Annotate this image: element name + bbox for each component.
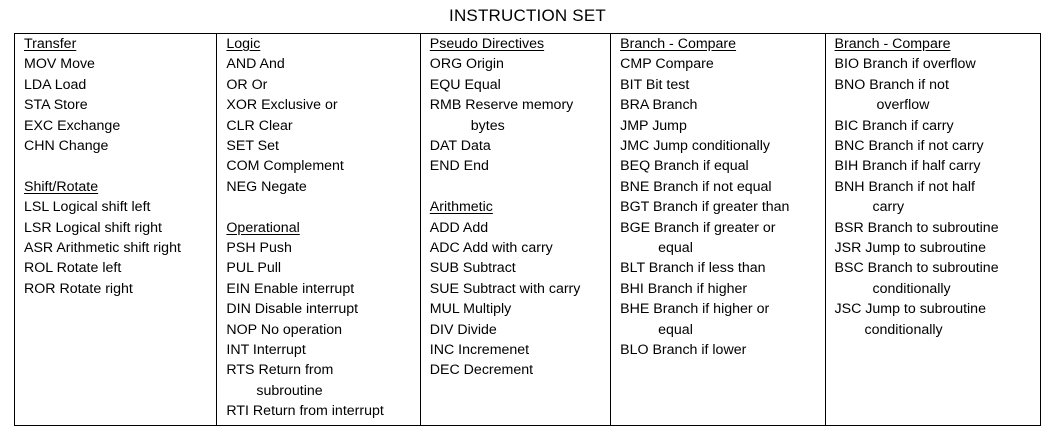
instruction-mov: MOV Move [24, 56, 95, 73]
instruction-jsc-continued: conditionally [864, 321, 943, 338]
instruction-com: COM Complement [226, 158, 344, 175]
instruction-blt: BLT Branch if less than [620, 260, 766, 277]
instruction-bno: BNO Branch if not [834, 76, 949, 93]
instruction-bih: BIH Branch if half carry [834, 158, 981, 175]
table-row: Transfer MOV Move LDA Load STA Store EXC… [13, 33, 1042, 426]
instruction-bge: BGE Branch if greater or [620, 219, 776, 236]
instruction-bic: BIC Branch if carry [834, 117, 954, 134]
section-heading-shift-rotate: Shift/Rotate [24, 178, 99, 195]
instruction-bhe: BHE Branch if higher or [620, 301, 770, 318]
instruction-bge-continued: equal [658, 240, 693, 257]
instruction-lda: LDA Load [24, 76, 87, 93]
instruction-jmc: JMC Jump conditionally [620, 138, 770, 155]
instruction-dec: DEC Decrement [429, 362, 534, 379]
instruction-bsr: BSR Branch to subroutine [834, 219, 999, 236]
column-branch-compare-2: Branch - Compare BIO Branch if overflow … [824, 33, 1042, 426]
instruction-bio: BIO Branch if overflow [834, 56, 976, 73]
instruction-and: AND And [226, 56, 285, 73]
instruction-equ: EQU Equal [429, 76, 501, 93]
section-heading-operational: Operational [226, 219, 300, 236]
instruction-bra: BRA Branch [620, 97, 698, 114]
column-pseudo-arithmetic: Pseudo Directives ORG Origin EQU Equal R… [419, 33, 612, 426]
section-heading-arithmetic: Arithmetic [429, 199, 493, 216]
instruction-inc: INC Incremenet [429, 342, 530, 359]
instruction-add: ADD Add [429, 219, 489, 236]
instruction-cmp: CMP Compare [620, 56, 714, 73]
instruction-din: DIN Disable interrupt [226, 301, 359, 318]
section-heading-logic: Logic [226, 36, 261, 52]
instruction-lsl: LSL Logical shift left [24, 199, 151, 216]
instruction-exc: EXC Exchange [24, 117, 121, 134]
instruction-lsr: LSR Logical shift right [24, 219, 163, 236]
instruction-or: OR Or [226, 76, 268, 93]
instruction-bnh-continued: carry [872, 199, 905, 216]
instruction-rts-continued: subroutine [256, 382, 323, 399]
instruction-sub: SUB Subtract [429, 260, 516, 277]
column-transfer-shift: Transfer MOV Move LDA Load STA Store EXC… [13, 33, 218, 426]
instruction-psh: PSH Push [226, 240, 292, 257]
instruction-rti: RTI Return from interrupt [226, 403, 384, 420]
instruction-rts: RTS Return from [226, 362, 334, 379]
instruction-bne: BNE Branch if not equal [620, 178, 772, 195]
instruction-jsr: JSR Jump to subroutine [834, 240, 986, 257]
instruction-dat: DAT Data [429, 138, 491, 155]
column-branch-compare-1: Branch - Compare CMP Compare BIT Bit tes… [610, 33, 826, 426]
instruction-bnh: BNH Branch if not half [834, 178, 975, 195]
instruction-jsc: JSC Jump to subroutine [834, 301, 986, 318]
instruction-set-table: Transfer MOV Move LDA Load STA Store EXC… [13, 33, 1042, 426]
instruction-set: SET Set [226, 138, 279, 155]
instruction-div: DIV Divide [429, 321, 497, 338]
section-heading-transfer: Transfer [24, 36, 77, 52]
section-heading-branch-compare: Branch - Compare [834, 36, 951, 52]
instruction-sue: SUE Subtract with carry [429, 280, 581, 297]
instruction-bhe-continued: equal [658, 321, 693, 338]
section-heading-pseudo-directives: Pseudo Directives [429, 36, 545, 52]
column-logic-operational: Logic AND And OR Or XOR Exclusive or CLR… [216, 33, 421, 426]
instruction-adc: ADC Add with carry [429, 240, 553, 257]
page-title: INSTRUCTION SET [449, 6, 606, 25]
instruction-chn: CHN Change [24, 138, 109, 155]
instruction-sta: STA Store [24, 97, 88, 114]
instruction-end: END End [429, 158, 489, 175]
instruction-bhi: BHI Branch if higher [620, 280, 748, 297]
instruction-jmp: JMP Jump [620, 117, 687, 134]
instruction-xor: XOR Exclusive or [226, 97, 338, 114]
instruction-bsc-continued: conditionally [872, 280, 951, 297]
instruction-org: ORG Origin [429, 56, 504, 73]
instruction-bnc: BNC Branch if not carry [834, 138, 984, 155]
instruction-bno-continued: overflow [876, 97, 930, 114]
instruction-pul: PUL Pull [226, 260, 282, 277]
instruction-rmb: RMB Reserve memory [429, 97, 574, 114]
instruction-asr: ASR Arithmetic shift right [24, 240, 181, 257]
instruction-rmb-continued: bytes [470, 117, 505, 134]
instruction-nop: NOP No operation [226, 321, 343, 338]
instruction-clr: CLR Clear [226, 117, 293, 134]
instruction-blo: BLO Branch if lower [620, 342, 747, 359]
instruction-bit: BIT Bit test [620, 76, 690, 93]
instruction-ein: EIN Enable interrupt [226, 280, 355, 297]
instruction-bsc: BSC Branch to subroutine [834, 260, 999, 277]
instruction-mul: MUL Multiply [429, 301, 512, 318]
section-heading-branch-compare: Branch - Compare [620, 36, 737, 52]
instruction-ror: ROR Rotate right [24, 280, 133, 297]
instruction-beq: BEQ Branch if equal [620, 158, 749, 175]
instruction-rol: ROL Rotate left [24, 260, 122, 277]
instruction-int: INT Interrupt [226, 342, 306, 359]
instruction-bgt: BGT Branch if greater than [620, 199, 790, 216]
instruction-neg: NEG Negate [226, 178, 307, 195]
